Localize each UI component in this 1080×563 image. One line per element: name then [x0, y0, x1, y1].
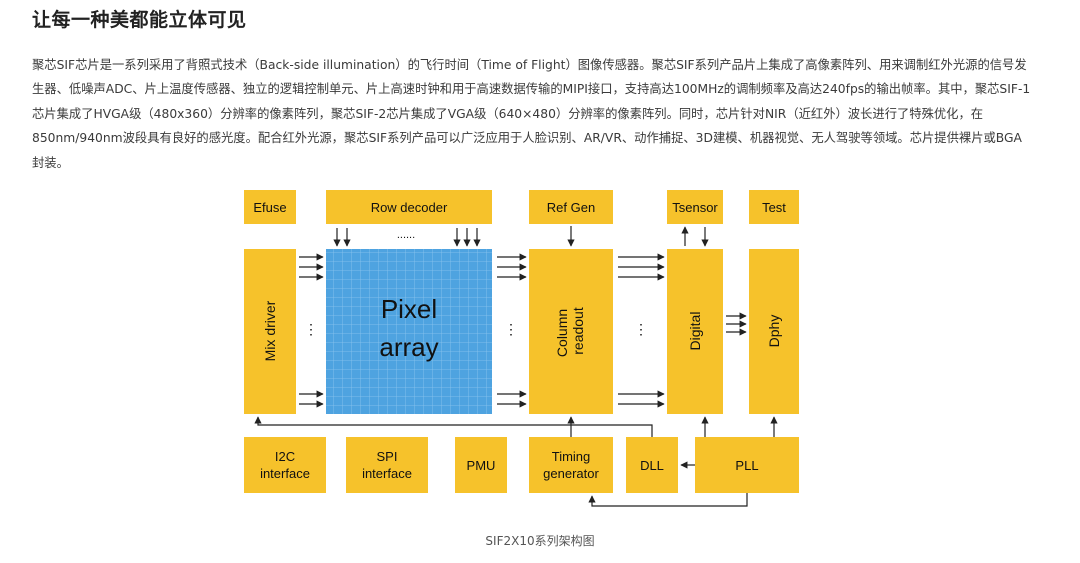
svg-text:Column readout: Column readout: [554, 305, 586, 357]
column-digital-ellipsis: ⋮: [634, 321, 648, 337]
timing-label-line2: generator: [543, 466, 599, 481]
diagram-caption: SIF2X10系列架构图: [485, 534, 595, 548]
mixdriver-to-pixel-arrows: ⋮: [299, 253, 324, 408]
tsensor-arrows: [681, 226, 709, 247]
ref-gen-block: Ref Gen: [529, 190, 613, 224]
i2c-interface-block: I2C interface: [244, 437, 326, 493]
intro-paragraph: 聚芯SIF芯片是一系列采用了背照式技术（Back-side illuminati…: [32, 58, 1031, 170]
test-block: Test: [749, 190, 799, 224]
mix-driver-block: Mix driver: [244, 249, 296, 414]
test-label: Test: [762, 200, 786, 215]
dll-to-mixdriver-arrow: [254, 416, 653, 437]
timing-generator-block: Timing generator: [529, 437, 613, 493]
pll-block: PLL: [695, 437, 799, 493]
i2c-label-line1: I2C: [275, 449, 295, 464]
pixel-array-label-line1: Pixel: [381, 294, 437, 324]
spi-label-line2: interface: [362, 466, 412, 481]
digital-block: Digital: [667, 249, 723, 414]
pixel-column-ellipsis: ⋮: [504, 321, 518, 337]
page-title: 让每一种美都能立体可见: [32, 9, 247, 31]
row-decoder-ellipsis: ......: [397, 229, 415, 241]
row-decoder-arrows: ......: [333, 228, 481, 247]
pmu-label: PMU: [467, 458, 496, 473]
timing-label-line1: Timing: [552, 449, 591, 464]
dphy-label: Dphy: [766, 315, 782, 348]
mixdriver-ellipsis: ⋮: [304, 321, 318, 337]
mix-driver-label: Mix driver: [262, 300, 278, 361]
efuse-label: Efuse: [253, 200, 286, 215]
tsensor-label: Tsensor: [672, 200, 718, 215]
i2c-label-line2: interface: [260, 466, 310, 481]
row-decoder-label: Row decoder: [371, 200, 448, 215]
column-readout-label-line1: Column: [554, 309, 570, 357]
digital-label: Digital: [687, 312, 703, 351]
pll-to-timing-arrow: [588, 493, 748, 507]
spi-label-line1: SPI: [377, 449, 398, 464]
pmu-block: PMU: [455, 437, 507, 493]
efuse-block: Efuse: [244, 190, 296, 224]
pixel-to-column-arrows: ⋮: [497, 253, 527, 408]
column-readout-label-line2: readout: [570, 307, 586, 355]
dphy-block: Dphy: [749, 249, 799, 414]
dll-label: DLL: [640, 458, 664, 473]
spi-interface-block: SPI interface: [346, 437, 428, 493]
pll-up-arrows: [701, 416, 778, 437]
ref-gen-label: Ref Gen: [547, 200, 595, 215]
dll-block: DLL: [626, 437, 678, 493]
row-decoder-block: Row decoder: [326, 190, 492, 224]
pixel-array-label-line2: array: [379, 332, 438, 362]
pll-label: PLL: [735, 458, 758, 473]
digital-to-dphy-arrows: [726, 312, 747, 336]
pixel-array-block: Pixel array: [326, 249, 492, 414]
tsensor-block: Tsensor: [667, 190, 723, 224]
column-to-digital-arrows: ⋮: [618, 253, 665, 408]
column-readout-block: Column readout: [529, 249, 613, 414]
